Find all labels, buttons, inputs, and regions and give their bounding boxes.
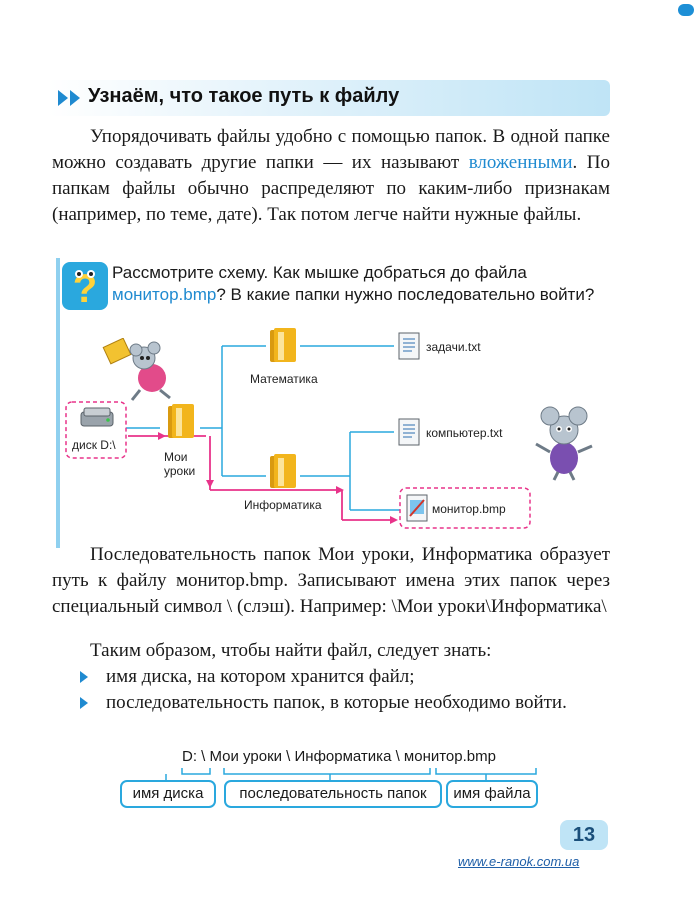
task-text: Рассмотрите схему. Как мышке добраться д… xyxy=(112,263,595,304)
disk-drive-icon xyxy=(80,407,114,427)
disk-label: диск D:\ xyxy=(72,438,116,452)
summary-paragraph: Таким образом, чтобы найти файл, следует… xyxy=(90,640,492,661)
file-label-tasks: задачи.txt xyxy=(426,340,481,354)
question-icon: ? xyxy=(62,262,108,310)
path-example: D: \ Мои уроки \ Информатика \ монитор.b… xyxy=(182,748,496,765)
file-label-computer: компьютер.txt xyxy=(426,426,503,440)
section-title: Узнаём, что такое путь к файлу xyxy=(88,85,400,107)
folder-icon xyxy=(270,328,296,362)
folder-icon xyxy=(270,454,296,488)
mouse-character-illustration xyxy=(535,406,593,481)
file-name-highlight: монитор.bmp xyxy=(112,285,217,304)
folder-sequence-pill: последовательность папок xyxy=(224,780,442,808)
text-file-icon xyxy=(398,332,420,360)
mouse-with-folder-illustration xyxy=(102,338,171,401)
list-item: последовательность папок, в которые необ… xyxy=(80,690,610,742)
task-border xyxy=(56,258,60,548)
publisher-logo xyxy=(678,4,694,16)
nested-term: вложенными xyxy=(468,152,573,173)
intro-text-1: Упорядочивать файлы удобно с помощью пап… xyxy=(52,126,610,173)
intro-paragraph: Упорядочивать файлы удобно с помощью пап… xyxy=(52,124,610,228)
page-number: 13 xyxy=(560,820,608,850)
folder-icon xyxy=(168,404,194,438)
double-arrow-icon xyxy=(58,90,80,106)
path-explanation-paragraph: Последовательность папок Мои уроки, Инфо… xyxy=(52,544,610,617)
folder-label-my-lessons: Мои уроки xyxy=(164,450,196,478)
list-item: имя диска, на котором хранится файл; xyxy=(80,664,610,690)
bullet-arrow-icon xyxy=(80,697,88,709)
intro-text-2: . По папкам файлы обычно распределяют по… xyxy=(52,152,610,225)
file-name-pill: имя файла xyxy=(446,780,538,808)
folder-label-math: Математика xyxy=(250,372,318,386)
file-label-monitor: монитор.bmp xyxy=(432,502,506,516)
disk-name-pill: имя диска xyxy=(120,780,216,808)
image-file-icon xyxy=(406,494,428,522)
folder-label-informatics: Информатика xyxy=(244,498,322,512)
bullet-arrow-icon xyxy=(80,671,88,683)
section-header: Узнаём, что такое путь к файлу xyxy=(48,80,610,116)
text-file-icon xyxy=(398,418,420,446)
website-link[interactable]: www.e-ranok.com.ua xyxy=(458,854,580,869)
